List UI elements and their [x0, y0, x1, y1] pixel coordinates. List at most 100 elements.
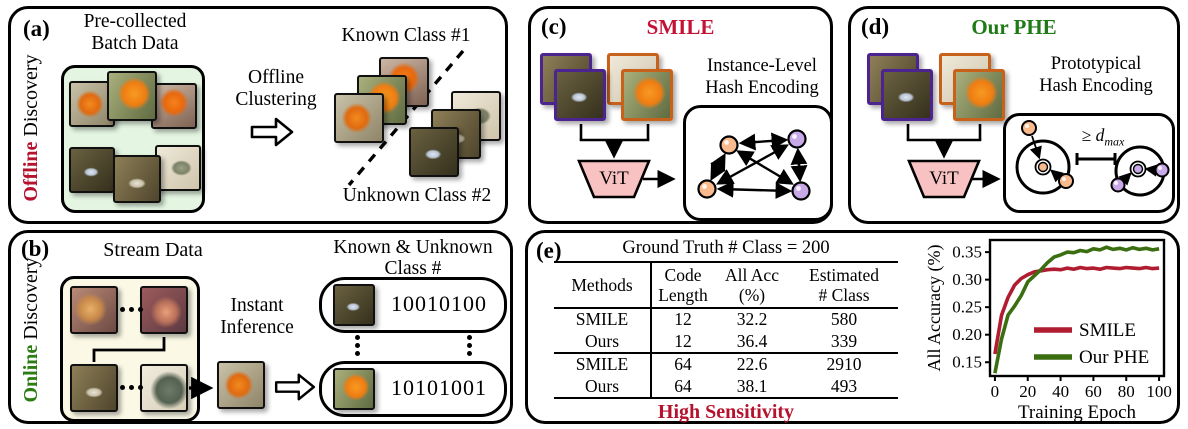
instance-graph — [683, 105, 833, 221]
svg-text:20: 20 — [1019, 382, 1036, 401]
svg-text:Training Epoch: Training Epoch — [1018, 402, 1137, 423]
block-arrow-icon — [250, 117, 294, 147]
cluster-circle-orange — [1015, 139, 1071, 195]
batch-data-title: Pre-collected Batch Data — [83, 11, 187, 54]
svg-text:0.20: 0.20 — [952, 325, 982, 344]
hash-node-orange — [1021, 120, 1037, 136]
hash-code: 10101001 — [391, 375, 487, 400]
photo-thumbnail — [953, 69, 1005, 121]
table-cell-method: Ours — [554, 330, 652, 352]
prototype-node-purple — [1132, 163, 1144, 175]
instance-node-purple — [787, 129, 807, 149]
vit-label: ViT — [599, 168, 629, 189]
table-cell-code_length: 12 — [674, 330, 692, 351]
photo-thumbnail — [155, 145, 201, 191]
formula-operator: ≥ d — [1081, 125, 1105, 145]
instance-node-purple — [791, 181, 811, 201]
discovery-word: Discovery — [20, 257, 42, 340]
photo-thumbnail — [554, 69, 606, 121]
svg-text:0.30: 0.30 — [952, 270, 982, 289]
phe-title: Our PHE — [971, 15, 1057, 39]
block-arrow-icon — [274, 373, 316, 401]
stream-data-title: Stream Data — [103, 239, 203, 261]
panel-offline-discovery: (a) Offline Discovery Pre-collected Batc… — [8, 6, 508, 224]
photo-thumbnail — [69, 81, 115, 127]
hash-node-orange — [1058, 173, 1074, 189]
panel-e-tag: (e) — [536, 238, 562, 263]
svg-text:100: 100 — [1146, 382, 1172, 401]
formula-subscript: max — [1104, 134, 1125, 149]
table-cell-code_length: 64 — [674, 375, 692, 396]
offline-clustering-label: Offline Clustering — [235, 67, 317, 110]
table-title: Ground Truth # Class = 200 — [554, 238, 898, 263]
svg-text:0: 0 — [991, 382, 1000, 401]
svg-text:0.25: 0.25 — [952, 298, 982, 317]
table-cell-all_acc: 22.6 — [714, 352, 790, 376]
hash-node-purple — [1154, 162, 1170, 178]
svg-text:SMILE: SMILE — [1079, 320, 1136, 341]
svg-text:Our PHE: Our PHE — [1079, 347, 1149, 368]
col-header-code-length: Code Length — [652, 263, 714, 309]
table-cell-est_class: 493 — [830, 375, 858, 396]
results-table: Methods Code Length All Acc (%) Estimate… — [554, 263, 898, 399]
table-cell-code_length: 64 — [652, 352, 714, 376]
photo-thumbnail — [140, 286, 188, 334]
photo-thumbnail — [881, 69, 933, 121]
table-cell-all_acc: 32.2 — [736, 309, 768, 329]
photo-thumbnail — [217, 361, 265, 409]
known-class-label: Known Class #1 — [341, 25, 471, 46]
photo-thumbnail — [69, 147, 115, 193]
panel-c-tag: (c) — [541, 14, 567, 39]
table-cell-method: SMILE — [554, 309, 652, 331]
col-header-est-class: Estimated # Class — [790, 263, 898, 309]
table-cell-method: SMILE — [554, 352, 652, 376]
panel-phe: (d) Our PHE Prototypical Hash Encoding V… — [848, 6, 1180, 224]
col-header-methods: Methods — [554, 263, 652, 309]
photo-thumbnail — [140, 364, 188, 412]
svg-text:40: 40 — [1052, 382, 1069, 401]
photo-thumbnail — [334, 93, 384, 143]
photo-thumbnail — [333, 368, 375, 410]
table-cell-all_acc: 38.1 — [736, 375, 768, 396]
hash-node-purple — [1110, 177, 1126, 193]
smile-title: SMILE — [646, 15, 715, 39]
photo-thumbnail — [333, 284, 375, 326]
table-cell-all_acc: 36.4 — [736, 330, 768, 351]
svg-text:60: 60 — [1085, 382, 1102, 401]
panel-smile: (c) SMILE Instance-Level Hash Encoding V… — [528, 6, 833, 224]
photo-thumbnail — [409, 127, 459, 177]
instance-node-orange — [719, 135, 739, 155]
output-title: Known & Unknown Class # — [333, 237, 493, 279]
photo-thumbnail — [621, 69, 673, 121]
panel-b-tag: (b) — [21, 236, 50, 261]
col-header-all-acc: All Acc (%) — [714, 263, 790, 309]
table-cell-method: Ours — [554, 375, 652, 397]
table-cell-est_class: 339 — [830, 330, 858, 351]
online-word: Online — [20, 344, 42, 403]
panel-a-tag: (a) — [23, 16, 50, 41]
vertical-dots — [467, 335, 472, 356]
prototype-node-orange — [1037, 161, 1049, 173]
prototypical-hash-label: Prototypical Hash Encoding — [1039, 54, 1153, 96]
svg-text:0.35: 0.35 — [952, 243, 982, 262]
unknown-class-label: Unknown Class #2 — [342, 185, 492, 206]
svg-text:0.15: 0.15 — [952, 353, 982, 372]
photo-thumbnail — [151, 83, 197, 129]
photo-thumbnail — [70, 364, 118, 412]
photo-thumbnail — [70, 286, 118, 334]
online-discovery-side-label: Online Discovery — [20, 240, 46, 420]
instance-node-orange — [697, 179, 717, 199]
horizontal-dots — [120, 307, 143, 312]
distance-formula: ≥ dmax — [1065, 125, 1141, 150]
photo-thumbnail — [107, 71, 157, 121]
results-table-wrap: Ground Truth # Class = 200 Methods Code … — [554, 238, 898, 424]
hash-code: 10010100 — [391, 291, 487, 316]
table-cell-est_class: 580 — [830, 309, 858, 329]
photo-thumbnail — [113, 155, 161, 203]
vit-label: ViT — [929, 168, 959, 189]
panel-online-discovery: (b) Online Discovery Stream Data Instant… — [8, 230, 513, 424]
horizontal-dots — [120, 385, 143, 390]
vertical-dots — [355, 335, 360, 356]
table-cell-est_class: 2910 — [790, 352, 898, 376]
